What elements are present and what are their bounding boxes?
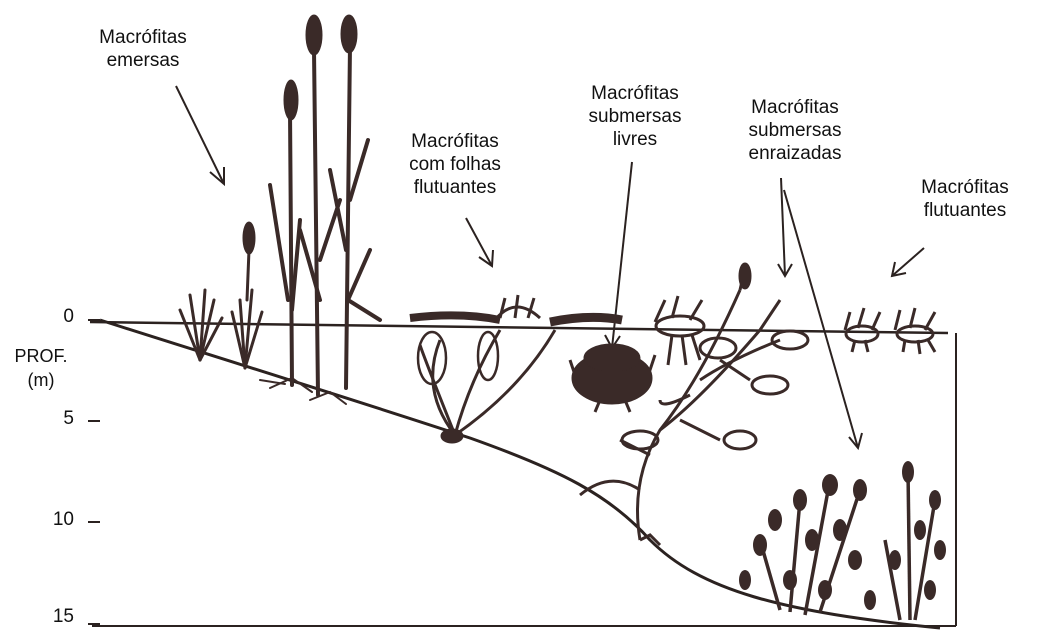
label-macrofitas-submersas-enraizadas: Macrófitas submersas enraizadas <box>720 96 870 165</box>
label-line: flutuantes <box>900 199 1030 222</box>
axis-title-line: PROF. <box>6 344 76 368</box>
label-line: com folhas <box>380 153 530 176</box>
depth-tick-label: 15 <box>34 606 74 628</box>
depth-tick-label: 5 <box>34 408 74 430</box>
arrow-emersas <box>176 86 224 184</box>
label-line: Macrófitas <box>720 96 870 119</box>
rooted-submerged-plants <box>580 264 946 620</box>
label-macrofitas-emersas: Macrófitas emersas <box>68 26 218 72</box>
label-line: flutuantes <box>380 176 530 199</box>
axis-title-line: (m) <box>6 368 76 392</box>
label-line: Macrófitas <box>380 130 530 153</box>
depth-tick-marks <box>88 320 100 624</box>
label-line: enraizadas <box>720 142 870 165</box>
depth-tick-label: 0 <box>34 306 74 328</box>
depth-tick-label: 10 <box>34 509 74 531</box>
label-line: Macrófitas <box>560 82 710 105</box>
label-line: Macrófitas <box>68 26 218 49</box>
free-submerged-plant <box>570 344 655 412</box>
label-line: emersas <box>68 49 218 72</box>
emergent-plants <box>180 15 380 404</box>
depth-axis-title: PROF. (m) <box>6 344 76 392</box>
arrow-folhas-flutuantes <box>466 218 492 266</box>
label-macrofitas-flutuantes: Macrófitas flutuantes <box>900 176 1030 222</box>
label-line: submersas <box>720 119 870 142</box>
label-line: Macrófitas <box>900 176 1030 199</box>
label-line: submersas <box>560 105 710 128</box>
label-macrofitas-folhas-flutuantes: Macrófitas com folhas flutuantes <box>380 130 530 199</box>
lake-bottom-profile <box>100 320 940 628</box>
arrow-flutuantes <box>892 248 924 276</box>
label-line: livres <box>560 128 710 151</box>
label-macrofitas-submersas-livres: Macrófitas submersas livres <box>560 82 710 151</box>
